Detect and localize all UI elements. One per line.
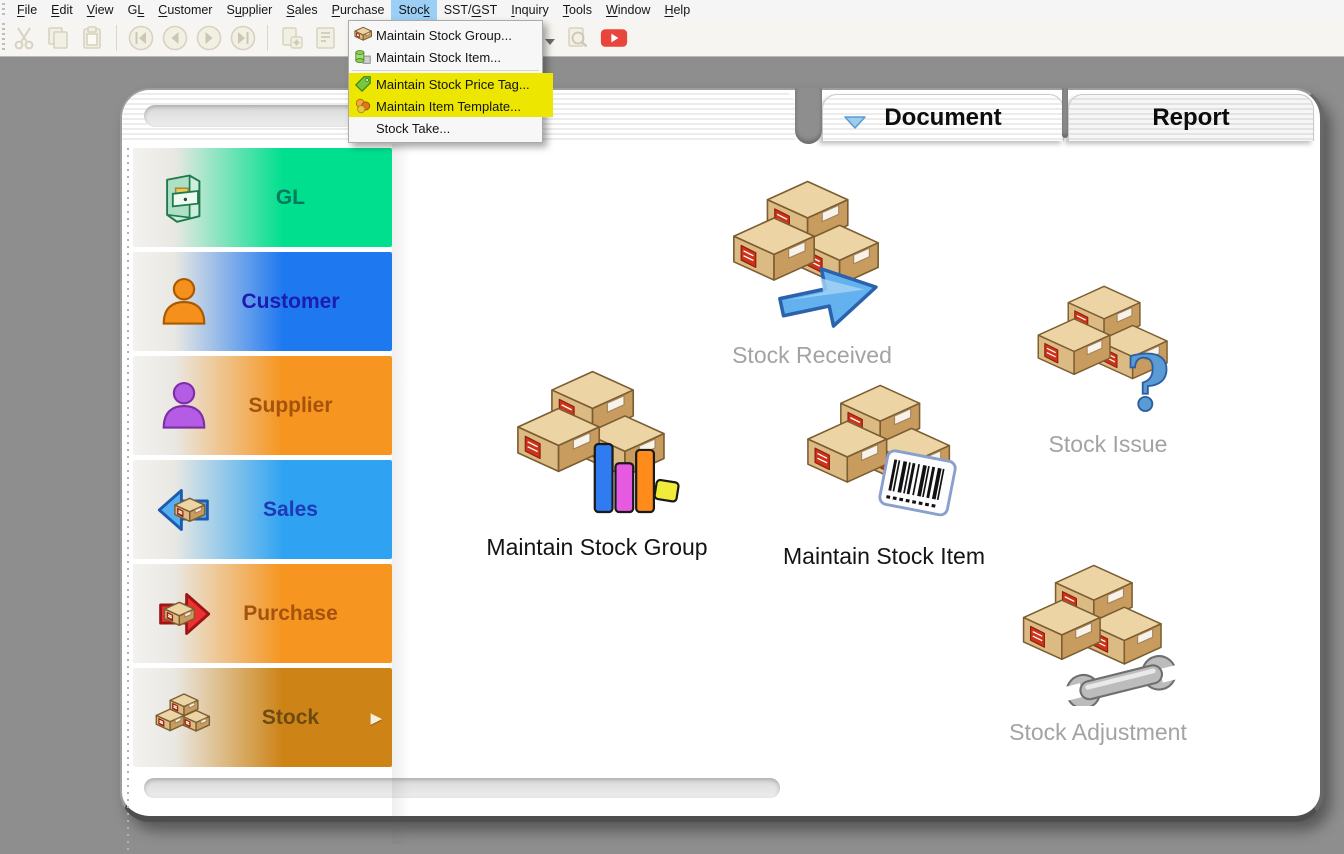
shortcut-label: Maintain Stock Group [486, 534, 708, 560]
youtube-icon[interactable] [600, 24, 628, 52]
menu-item-stock-take[interactable]: Stock Take... [349, 117, 542, 139]
tab-document[interactable]: Document [822, 94, 1064, 141]
shortcut-label: Stock Received [732, 342, 892, 368]
item-template-icon [349, 97, 376, 115]
sidebar-item-purchase[interactable]: Purchase [133, 564, 392, 663]
svg-text:?: ? [1126, 339, 1170, 418]
copy-icon[interactable] [44, 24, 72, 52]
menu-sales[interactable]: Sales [286, 3, 318, 17]
filter-down-icon [843, 110, 867, 129]
shortcut-stock-issue[interactable]: ? Stock Issue [968, 285, 1248, 458]
shortcut-label: Stock Adjustment [1009, 719, 1187, 745]
tab-report-label: Report [1152, 104, 1230, 131]
menu-sstgst[interactable]: SST/GST [443, 3, 498, 17]
bottom-scroll-pill[interactable] [144, 778, 780, 798]
menu-tools[interactable]: Tools [562, 3, 592, 17]
shortcut-label: Maintain Stock Item [783, 543, 985, 569]
menu-item-maintain-stock-price-tag[interactable]: Maintain Stock Price Tag... [349, 73, 542, 95]
cabinet-icon [153, 169, 215, 227]
menu-bar: File Edit View GL Customer Supplier Sales Purch… [0, 0, 1344, 20]
menu-item-label: Maintain Stock Item... [376, 49, 501, 65]
nav-first-icon[interactable] [127, 24, 155, 52]
chevron-down-icon[interactable] [544, 33, 556, 51]
maintain-stock-group-icon [512, 370, 682, 526]
price-tag-icon [349, 75, 376, 93]
menu-help[interactable]: Help [664, 3, 691, 17]
menu-file[interactable]: File [17, 3, 38, 17]
box-arrow-right-icon [153, 585, 215, 643]
sidebar-item-gl[interactable]: GL [133, 148, 392, 247]
shortcut-maintain-stock-group[interactable]: Maintain Stock Group [457, 370, 737, 561]
menu-item-maintain-stock-group[interactable]: Maintain Stock Group... [349, 24, 542, 46]
shortcut-label: Stock Issue [1048, 431, 1168, 457]
toolbar-grip [2, 3, 5, 17]
menu-view[interactable]: View [86, 3, 114, 17]
menu-edit[interactable]: Edit [51, 3, 73, 17]
menu-purchase[interactable]: Purchase [331, 3, 385, 17]
sidebar-item-label: Sales [263, 497, 318, 521]
menu-item-maintain-item-template[interactable]: Maintain Item Template... [349, 95, 542, 117]
stock-menu: Maintain Stock Group... Maintain Stock It… [348, 20, 543, 143]
menu-supplier[interactable]: Supplier [226, 3, 273, 17]
menu-separator [352, 70, 539, 71]
tab-document-label: Document [884, 104, 1002, 131]
tab-report[interactable]: Report [1068, 94, 1314, 141]
toolbar-grip [2, 23, 5, 53]
stock-adjustment-icon [1018, 564, 1181, 711]
toolbar-separator [116, 25, 117, 51]
sidebar-dotted-edge [127, 148, 129, 854]
sidebar-item-label: Supplier [248, 393, 333, 417]
sidebar-item-label: Customer [241, 289, 340, 313]
sidebar-item-customer[interactable]: Customer [133, 252, 392, 351]
maintain-stock-item-icon [802, 384, 967, 535]
selected-arrow-icon: ▶ [370, 709, 382, 727]
sidebar-item-label: Purchase [243, 601, 338, 625]
shortcut-stock-adjustment[interactable]: Stock Adjustment [958, 564, 1238, 746]
shortcut-maintain-stock-item[interactable]: Maintain Stock Item [744, 384, 1024, 570]
menu-window[interactable]: Window [605, 3, 651, 17]
sidebar-item-label: Stock [261, 705, 320, 729]
menu-item-label: Maintain Stock Group... [376, 27, 512, 43]
print-preview-icon[interactable] [564, 24, 592, 52]
shortcut-stock-received[interactable]: Stock Received [672, 180, 952, 369]
doc-add-icon[interactable] [278, 24, 306, 52]
toolbar [0, 20, 1344, 57]
menu-item-label: Stock Take... [376, 120, 451, 136]
sidebar-item-supplier[interactable]: Supplier [133, 356, 392, 455]
nav-last-icon[interactable] [229, 24, 257, 52]
paste-icon[interactable] [78, 24, 106, 52]
sidebar-item-label: GL [275, 185, 306, 209]
menu-customer[interactable]: Customer [158, 3, 213, 17]
nav-prev-icon[interactable] [161, 24, 189, 52]
stock-received-icon [728, 180, 896, 334]
person-orange-icon [153, 273, 215, 331]
sidebar-item-sales[interactable]: Sales [133, 460, 392, 559]
doc-edit-icon[interactable] [312, 24, 340, 52]
stock-item-icon [349, 48, 376, 66]
menu-gl[interactable]: GL [127, 3, 145, 17]
cut-icon[interactable] [10, 24, 38, 52]
box-arrow-left-icon [153, 481, 215, 539]
toolbar-separator [267, 25, 268, 51]
tab-gap [1062, 88, 1068, 138]
menu-stock[interactable]: Stock [391, 0, 437, 20]
nav-next-icon[interactable] [195, 24, 223, 52]
menu-item-label: Maintain Item Template... [376, 98, 521, 114]
menu-item-maintain-stock-item[interactable]: Maintain Stock Item... [349, 46, 542, 68]
sidebar-item-stock[interactable]: Stock ▶ [133, 668, 392, 767]
menu-item-label: Maintain Stock Price Tag... [376, 76, 530, 92]
page-curl-shade [392, 144, 416, 844]
menu-inquiry[interactable]: Inquiry [511, 3, 549, 17]
stock-group-icon [349, 26, 376, 44]
person-purple-icon [153, 377, 215, 435]
tab-gap [795, 88, 822, 144]
stock-issue-icon: ? [1033, 285, 1183, 429]
boxes-icon [153, 689, 215, 747]
